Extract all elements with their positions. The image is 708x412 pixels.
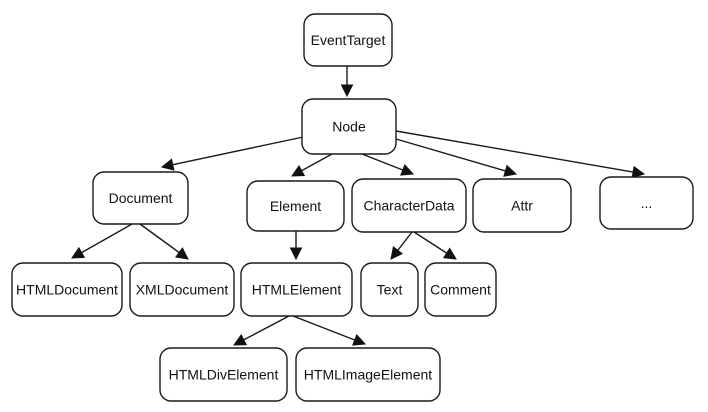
arrowhead [233,334,248,346]
edge-node-attr [395,138,518,177]
arrowhead [289,247,303,261]
node-label: ... [641,195,653,211]
edge-line [172,135,309,166]
edge-document-xmldocument [139,223,189,260]
node-element: Element [246,180,345,232]
node-attr: Attr [472,178,572,233]
edge-node-document [160,135,309,171]
edge-line [139,223,180,254]
node-label: EventTarget [311,32,386,48]
node-box [129,262,235,317]
node-label: Text [377,282,403,298]
node-htmldivelement: HTMLDivElement [159,347,288,402]
node-box [351,178,467,233]
node-box [246,180,345,232]
edge-line [395,130,634,173]
edge-line [395,138,506,172]
node-box [240,262,353,317]
arrowhead [400,163,415,176]
arrowhead [71,246,86,259]
arrowhead [352,333,367,346]
node-label: CharacterData [363,198,454,214]
edge-element-htmlelement [289,231,303,261]
node-htmlimageelement: HTMLImageElement [295,347,441,402]
edge-line [413,231,448,254]
arrowhead [340,84,354,98]
arrowhead [442,247,457,260]
edge-htmlelement-htmlimageelement [292,315,367,346]
arrowhead [291,164,306,177]
node-document: Document [92,171,189,225]
arrowhead [631,165,646,179]
node-more: ... [599,176,694,230]
edge-eventtarget-node [340,66,354,98]
edge-characterdata-comment [413,231,457,260]
arrowhead [160,158,175,171]
edge-node-characterdata [361,153,415,176]
arrowhead [175,247,189,260]
edge-node-more [395,130,646,179]
node-box [303,13,393,67]
edges-layer [71,66,646,346]
node-text: Text [360,262,419,317]
node-box [301,98,397,155]
node-htmldocument: HTMLDocument [11,262,123,317]
node-label: HTMLImageElement [304,367,432,383]
edge-line [301,153,333,172]
edge-line [361,153,404,171]
node-comment: Comment [424,262,497,317]
node-box [159,347,288,402]
edge-node-element [291,153,333,177]
node-label: HTMLDivElement [169,367,279,383]
arrowhead [390,246,404,260]
node-node: Node [301,98,397,155]
edge-line [243,315,290,341]
node-box [92,171,189,225]
node-box [472,178,572,233]
node-label: XMLDocument [136,282,229,298]
node-label: HTMLElement [252,282,342,298]
node-label: Document [109,190,173,206]
edge-document-htmldocument [71,223,133,259]
arrowhead [503,164,518,177]
node-characterdata: CharacterData [351,178,467,233]
node-xmldocument: XMLDocument [129,262,235,317]
node-label: Attr [511,198,533,214]
node-label: Node [332,119,366,135]
node-label: Comment [430,282,491,298]
node-box [11,262,123,317]
node-box [424,262,497,317]
node-box [599,176,694,230]
node-box [360,262,419,317]
edge-line [292,315,355,341]
node-label: Element [270,198,321,214]
edge-characterdata-text [390,231,413,260]
node-box [295,347,441,402]
node-eventtarget: EventTarget [303,13,393,67]
edge-line [81,223,133,254]
node-label: HTMLDocument [16,282,118,298]
node-htmlelement: HTMLElement [240,262,353,317]
edge-line [397,231,413,251]
edge-htmlelement-htmldivelement [233,315,290,346]
